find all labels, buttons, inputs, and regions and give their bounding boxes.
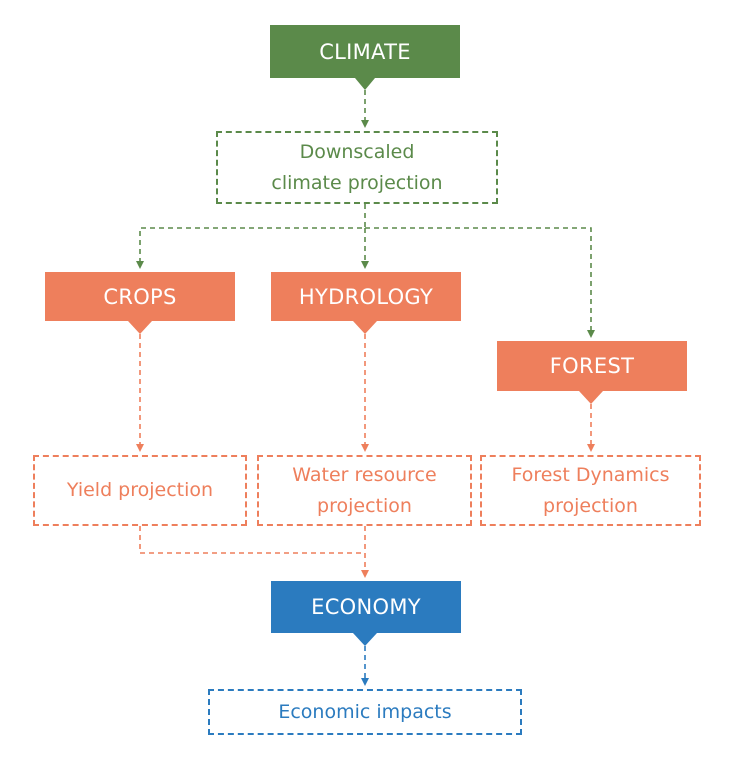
climate-label: CLIMATE — [319, 39, 411, 64]
hydrology-label: HYDROLOGY — [298, 284, 434, 309]
forest-label: FOREST — [549, 354, 635, 378]
water-resource-projection-label: Water resource projection — [292, 463, 437, 517]
hydrology-pointer — [353, 321, 377, 334]
economy-pointer — [353, 633, 377, 646]
forest-box: FOREST — [497, 341, 687, 391]
downscaled-to-forest-arrow — [365, 227, 595, 338]
climate-box: CLIMATE — [270, 25, 460, 78]
economic-impacts-box: Economic impacts — [208, 689, 522, 735]
economic-impacts-label: Economic impacts — [278, 700, 452, 723]
crops-box: CROPS — [45, 272, 235, 321]
crops-pointer — [128, 321, 152, 334]
water-resource-projection-box: Water resource projection — [257, 455, 472, 526]
yield-projection-label: Yield projection — [66, 479, 214, 501]
forest-pointer — [579, 391, 603, 404]
downscaled-projection-box: Downscaled climate projection — [216, 131, 498, 204]
downscaled-to-crops-arrow — [136, 204, 366, 269]
hydrology-box: HYDROLOGY — [271, 272, 461, 321]
yield-to-economy-connector — [139, 526, 365, 554]
crops-label: CROPS — [103, 284, 177, 309]
economy-label: ECONOMY — [311, 595, 421, 619]
yield-projection-box: Yield projection — [33, 455, 247, 526]
forest-dynamics-projection-label: Forest Dynamics projection — [511, 463, 670, 517]
downscaled-projection-label: Downscaled climate projection — [271, 140, 443, 194]
climate-pointer — [355, 78, 375, 90]
forest-dynamics-projection-box: Forest Dynamics projection — [480, 455, 701, 526]
economy-box: ECONOMY — [271, 581, 461, 633]
